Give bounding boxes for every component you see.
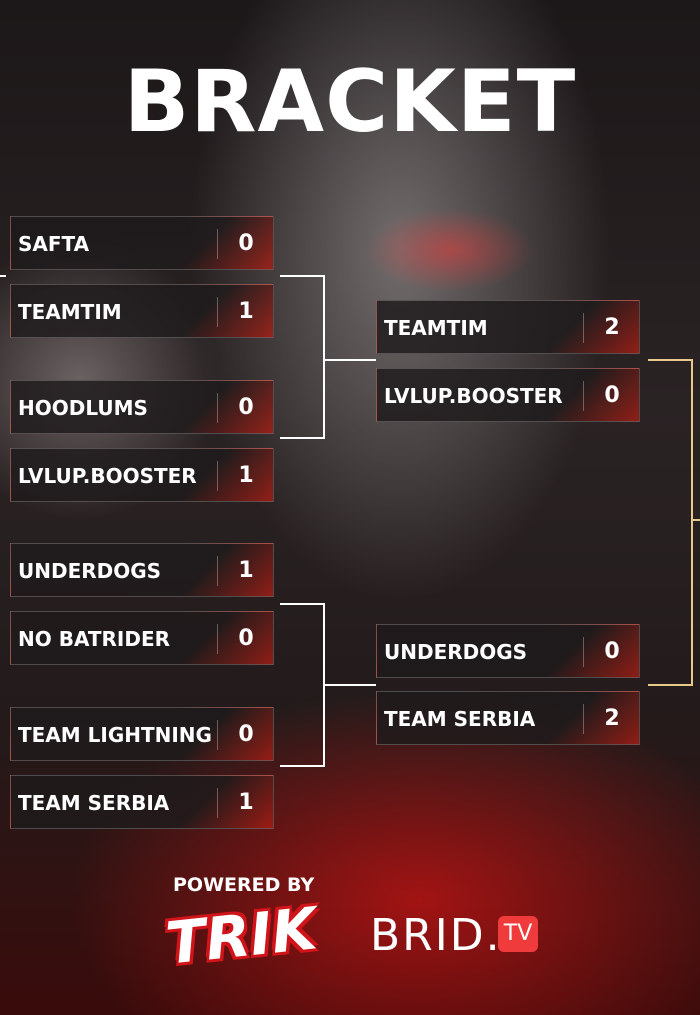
team-name: LVLUP.BOOSTER xyxy=(18,464,197,488)
team-name: TEAM LIGHTNING xyxy=(18,723,212,747)
powered-by-label: POWERED BY xyxy=(173,874,315,896)
team-entry: UNDERDOGS 0 xyxy=(376,624,640,678)
divider xyxy=(217,556,218,586)
team-name: UNDERDOGS xyxy=(18,559,162,583)
team-name: SAFTA xyxy=(18,232,90,256)
team-score: 0 xyxy=(238,626,254,651)
team-score: 1 xyxy=(238,558,254,583)
bracket-line xyxy=(280,437,325,439)
team-entry: SAFTA 0 xyxy=(10,216,274,270)
team-score: 0 xyxy=(238,722,254,747)
team-name: TEAM SERBIA xyxy=(384,707,536,731)
divider xyxy=(217,297,218,327)
divider xyxy=(217,229,218,259)
team-score: 2 xyxy=(604,706,620,731)
bracket-line xyxy=(0,275,6,277)
team-entry: UNDERDOGS 1 xyxy=(10,543,274,597)
bracket-line xyxy=(280,275,325,277)
team-name: UNDERDOGS xyxy=(384,640,528,664)
final-bracket-line xyxy=(648,684,693,686)
team-score: 0 xyxy=(604,383,620,408)
divider xyxy=(217,461,218,491)
team-entry: TEAMTIM 1 xyxy=(10,284,274,338)
divider xyxy=(217,788,218,818)
bracket-line xyxy=(325,359,376,361)
final-bracket-line xyxy=(693,519,700,521)
team-entry: TEAMTIM 2 xyxy=(376,300,640,354)
team-score: 0 xyxy=(238,395,254,420)
team-name: HOODLUMS xyxy=(18,396,148,420)
team-entry: LVLUP.BOOSTER 1 xyxy=(10,448,274,502)
trik-logo: TRIK xyxy=(162,894,320,978)
team-name: TEAMTIM xyxy=(18,300,122,324)
divider xyxy=(217,720,218,750)
team-entry: TEAM SERBIA 1 xyxy=(10,775,274,829)
brid-logo: BRID. xyxy=(370,910,502,961)
divider xyxy=(217,393,218,423)
team-name: TEAMTIM xyxy=(384,316,488,340)
bracket-line xyxy=(323,603,325,767)
bracket-line xyxy=(280,603,325,605)
team-score: 0 xyxy=(238,231,254,256)
team-entry: NO BATRIDER 0 xyxy=(10,611,274,665)
divider xyxy=(583,704,584,734)
team-entry: LVLUP.BOOSTER 0 xyxy=(376,368,640,422)
team-name: NO BATRIDER xyxy=(18,627,171,651)
team-score: 0 xyxy=(604,639,620,664)
page-title: BRACKET xyxy=(123,52,577,152)
bracket-line xyxy=(280,765,325,767)
divider xyxy=(583,637,584,667)
team-name: LVLUP.BOOSTER xyxy=(384,384,563,408)
bracket-line xyxy=(323,275,325,439)
team-entry: TEAM SERBIA 2 xyxy=(376,691,640,745)
team-score: 1 xyxy=(238,463,254,488)
divider xyxy=(583,313,584,343)
team-score: 1 xyxy=(238,790,254,815)
final-bracket-line xyxy=(691,359,693,686)
team-name: TEAM SERBIA xyxy=(18,791,170,815)
team-score: 1 xyxy=(238,299,254,324)
team-entry: HOODLUMS 0 xyxy=(10,380,274,434)
final-bracket-line xyxy=(648,359,693,361)
team-entry: TEAM LIGHTNING 0 xyxy=(10,707,274,761)
team-score: 2 xyxy=(604,315,620,340)
brid-tv-badge: TV xyxy=(498,916,538,952)
bracket-line xyxy=(325,684,376,686)
divider xyxy=(583,381,584,411)
divider xyxy=(217,624,218,654)
